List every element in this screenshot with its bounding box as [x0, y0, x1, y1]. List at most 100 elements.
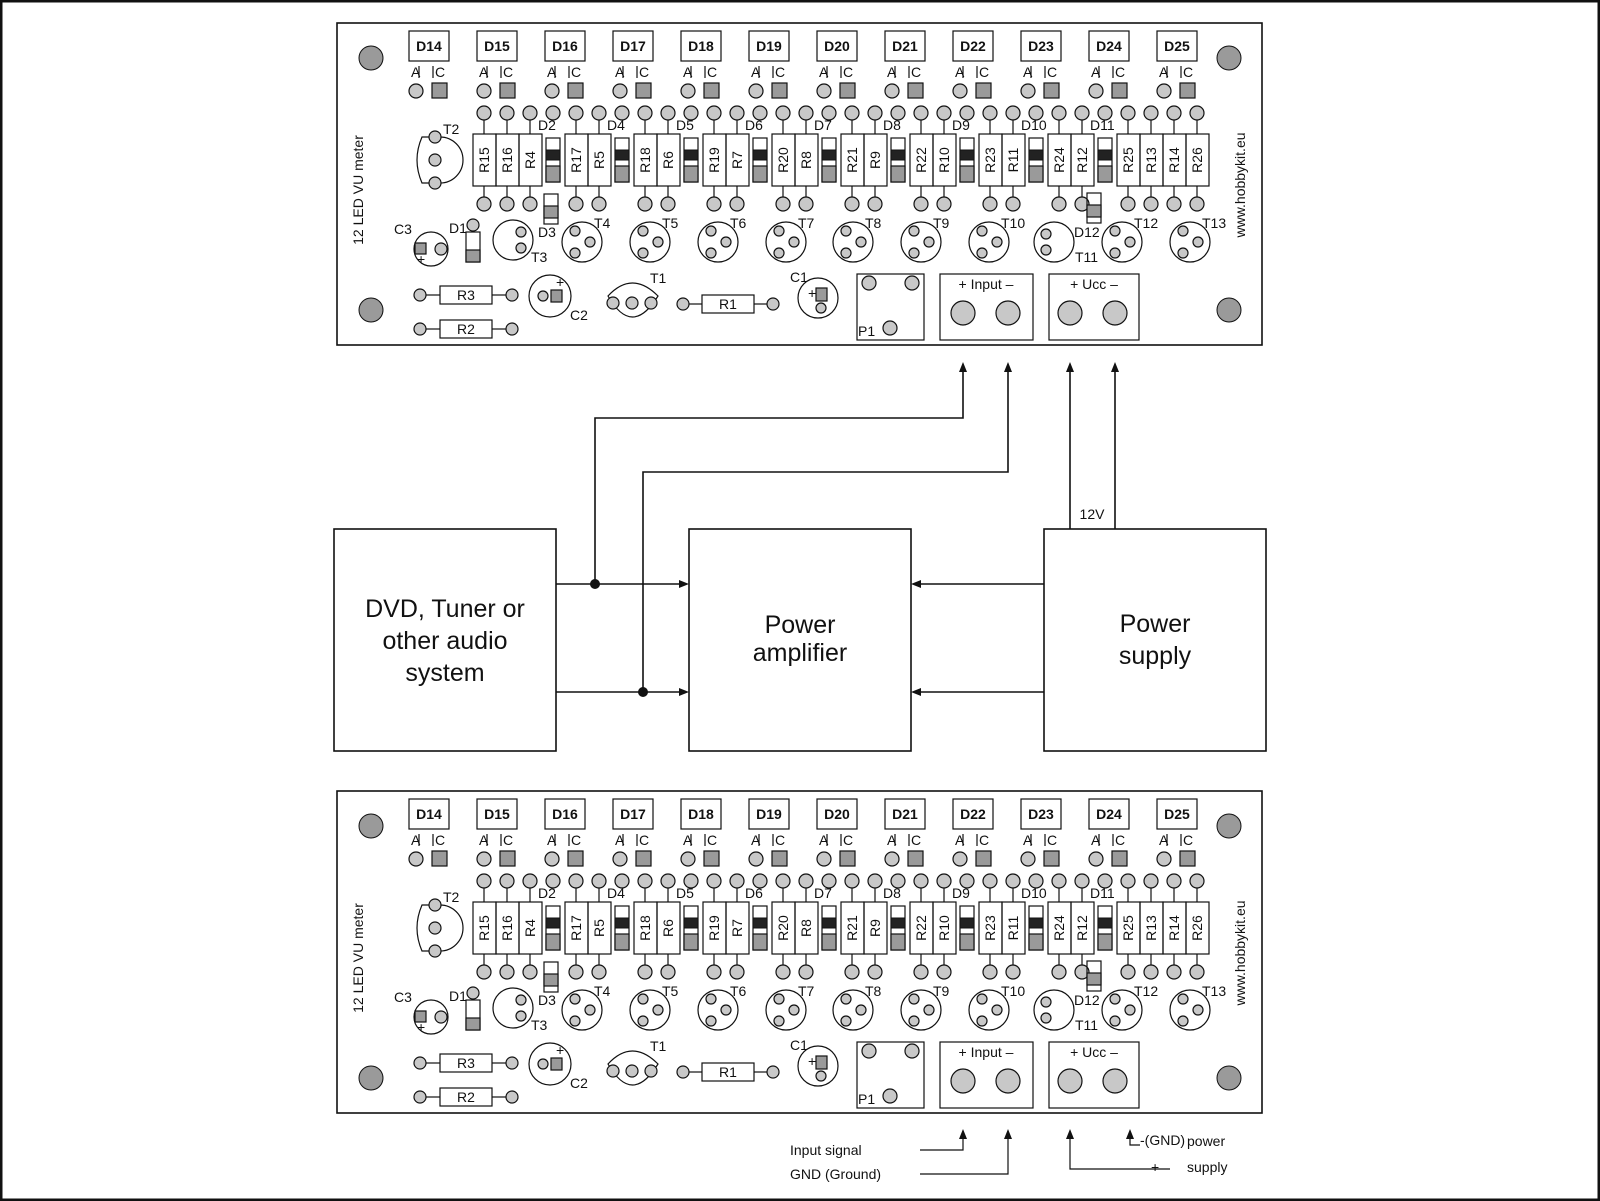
- label-c2-plus: +: [556, 274, 564, 290]
- diode-band: [545, 917, 561, 929]
- pad: [840, 1015, 852, 1027]
- pad: [1120, 105, 1136, 121]
- led-label: D24: [1096, 806, 1122, 822]
- transistor-t10: [968, 989, 1010, 1031]
- transistor-t7: [765, 221, 807, 263]
- pad: [1074, 873, 1090, 889]
- led-label: D14: [416, 38, 442, 54]
- mounting-hole: [358, 297, 384, 323]
- led-label: D15: [484, 38, 510, 54]
- pad: [545, 105, 561, 121]
- transistor-label: T7: [798, 215, 815, 231]
- pad: [844, 964, 860, 980]
- input-connector: [939, 273, 1034, 341]
- diode-band: [683, 149, 699, 161]
- label-d1: D1: [449, 220, 467, 236]
- gnd-label: GND (Ground): [790, 1166, 881, 1182]
- led-pin-a: A: [1091, 64, 1101, 80]
- pad: [522, 873, 538, 889]
- pad: [505, 322, 519, 336]
- transistor-t6: [697, 989, 739, 1031]
- pad: [1177, 1015, 1189, 1027]
- pad: [952, 851, 968, 867]
- resistor-label: R23: [982, 147, 998, 173]
- pad: [505, 1056, 519, 1070]
- led-d22: [952, 798, 994, 830]
- pad: [1124, 236, 1136, 248]
- pad: [705, 1015, 717, 1027]
- pad: [683, 165, 699, 183]
- led-pin-c: C: [911, 832, 921, 848]
- power-supply-line1: Power: [1120, 610, 1191, 638]
- pad: [545, 165, 561, 183]
- pad: [1109, 247, 1121, 259]
- led-d16: [544, 30, 586, 62]
- pad: [975, 82, 992, 99]
- diode-band: [1097, 149, 1113, 161]
- led-label: D17: [620, 38, 646, 54]
- pad: [729, 964, 745, 980]
- led-pin-c: C: [1115, 64, 1125, 80]
- board-title: 12 LED VU meter: [350, 903, 366, 1013]
- led-label: D19: [756, 806, 782, 822]
- capacitor-c3: [413, 231, 449, 267]
- pad: [413, 288, 427, 302]
- pad: [499, 196, 515, 212]
- pad: [1051, 964, 1067, 980]
- pad: [882, 320, 898, 336]
- diode-band: [545, 149, 561, 161]
- transistor-label: T6: [730, 215, 747, 231]
- pad: [1177, 247, 1189, 259]
- label-r1: R1: [719, 1064, 737, 1080]
- potentiometer-p1: [856, 273, 925, 341]
- pad: [839, 82, 856, 99]
- pad: [1143, 873, 1159, 889]
- pad: [867, 873, 883, 889]
- pad: [537, 1058, 549, 1070]
- input-connector-label: + Input –: [959, 276, 1014, 292]
- led-pin-c: C: [571, 64, 581, 80]
- pad: [568, 196, 584, 212]
- transistor-label: T5: [662, 983, 679, 999]
- diode-band: [1028, 149, 1044, 161]
- pad: [821, 165, 837, 183]
- pad: [867, 964, 883, 980]
- diode-band: [821, 149, 837, 161]
- pad: [1088, 851, 1104, 867]
- pad: [890, 873, 906, 889]
- resistor-label: R20: [775, 915, 791, 941]
- pad: [499, 82, 516, 99]
- pad: [766, 1065, 780, 1079]
- pad: [652, 1004, 664, 1016]
- pad: [652, 236, 664, 248]
- pad: [703, 850, 720, 867]
- led-pin-a: A: [411, 64, 421, 80]
- led-pin-c: C: [707, 832, 717, 848]
- label-c1: C1: [790, 269, 808, 285]
- pad: [428, 898, 442, 912]
- led-label: D20: [824, 38, 850, 54]
- led-pin-a: A: [615, 832, 625, 848]
- transistor-t8: [832, 221, 874, 263]
- pad: [550, 289, 563, 303]
- led-d15: [476, 30, 518, 62]
- label-p1: P1: [858, 323, 875, 339]
- label-d1: D1: [449, 988, 467, 1004]
- power-supply-line2: supply: [1119, 642, 1192, 670]
- resistor-label: R11: [1005, 915, 1021, 940]
- led-pin-a: A: [479, 832, 489, 848]
- label-t3: T3: [531, 249, 548, 265]
- pad: [982, 105, 998, 121]
- led-d14: [408, 798, 450, 830]
- pad: [867, 196, 883, 212]
- resistor-label: R25: [1120, 147, 1136, 173]
- mounting-hole: [358, 813, 384, 839]
- led-pin-c: C: [843, 64, 853, 80]
- pad: [545, 933, 561, 951]
- pad: [821, 873, 837, 889]
- pad: [1074, 105, 1090, 121]
- led-label: D21: [892, 806, 918, 822]
- resistor-label: R7: [729, 919, 745, 937]
- pad: [1051, 196, 1067, 212]
